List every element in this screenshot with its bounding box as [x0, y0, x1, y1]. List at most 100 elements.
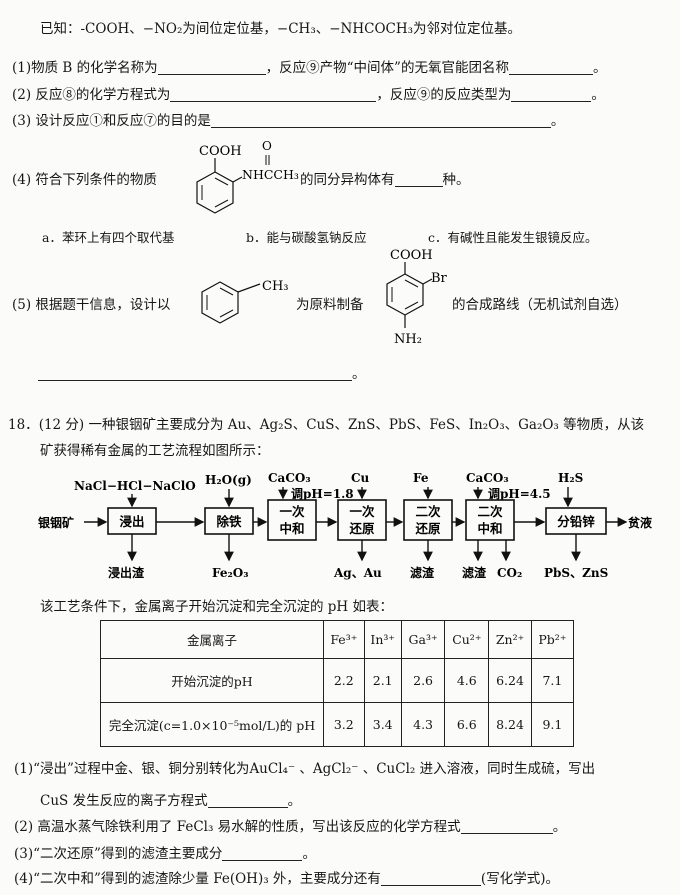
answer-blank[interactable]	[460, 819, 553, 834]
end-product-label: 贫液	[628, 515, 652, 530]
condition-a: a．苯环上有四个取代基	[42, 230, 175, 245]
ion-cell: Fe³⁺	[323, 620, 365, 659]
ion-cell: Cu²⁺	[444, 620, 490, 659]
output-2: Fe₂O₃	[212, 566, 248, 580]
ph-note-2: 调pH=4.5	[488, 487, 551, 501]
value-cell: 7.1	[530, 658, 575, 703]
answer-blank[interactable]	[157, 60, 266, 75]
answer-blank[interactable]	[511, 87, 592, 102]
nh2-label: NH₂	[394, 332, 422, 347]
condition-b: b．能与碳酸氢钠反应	[246, 230, 367, 245]
value-cell: 4.3	[400, 702, 446, 747]
value-cell: 3.2	[323, 702, 365, 747]
cooh-label: COOH	[390, 248, 433, 263]
box-label-line2: 还原	[414, 521, 441, 536]
table-header-row: 金属离子 Fe³⁺ In³⁺ Ga³⁺ Cu²⁺ Zn²⁺ Pb²⁺	[100, 620, 575, 659]
problem-18-line2: 矿获得稀有金属的工艺流程如图所示：	[40, 443, 270, 459]
reagent-3: CaCO₃	[268, 471, 311, 485]
box-neutralize-2	[465, 499, 515, 541]
question-5-tail: 的合成路线（无机试剂自选）	[452, 297, 628, 313]
sub-question-2: (2) 高温水蒸气除铁利用了 FeCl₃ 易水解的性质，写出该反应的化学方程式。	[14, 819, 567, 835]
sub-question-1-cont: CuS 发生反应的离子方程式。	[40, 793, 302, 809]
output-7: PbS、ZnS	[544, 566, 608, 580]
answer-blank[interactable]	[222, 846, 303, 861]
value-cell: 2.2	[323, 658, 365, 703]
table-row: 开始沉淀的pH 2.2 2.1 2.6 4.6 6.24 7.1	[100, 658, 575, 703]
box-label: 浸出	[119, 514, 144, 529]
answer-blank[interactable]	[207, 793, 288, 808]
box-label-line1: 二次	[477, 504, 503, 519]
value-cell: 6.24	[488, 658, 532, 703]
question-5: (5) 根据题干信息，设计以	[12, 297, 171, 313]
answer-blank[interactable]	[380, 871, 481, 886]
question-1: (1)物质 B 的化学名称为，反应⑨产物“中间体”的无氧官能团名称。	[12, 60, 607, 76]
header-cell: 金属离子	[100, 620, 324, 659]
row-label: 完全沉淀(c=1.0×10⁻⁵mol/L)的 pH	[100, 702, 324, 747]
box-label-line1: 一次	[279, 504, 305, 519]
answer-blank[interactable]	[170, 87, 377, 102]
reagent-6: CaCO₃	[466, 471, 509, 485]
output-5: 滤渣	[462, 565, 487, 580]
sub-question-3: (3)“二次还原”得到的滤渣主要成分。	[14, 846, 316, 862]
value-cell: 4.6	[444, 658, 490, 703]
row-label: 开始沉淀的pH	[100, 658, 324, 703]
br-label: Br	[431, 271, 448, 286]
table-row: 完全沉淀(c=1.0×10⁻⁵mol/L)的 pH 3.2 3.4 4.3 6.…	[100, 702, 575, 747]
problem-18-line1: 18．(12 分) 一种银铟矿主要成分为 Au、Ag₂S、CuS、ZnS、PbS…	[8, 417, 645, 433]
value-cell: 3.4	[363, 702, 402, 747]
output-1: 浸出渣	[108, 565, 145, 580]
box-label-line2: 中和	[279, 521, 304, 536]
question-5-mid: 为原料制备	[296, 297, 364, 313]
answer-blank[interactable]	[38, 366, 352, 381]
reagent-5: Fe	[413, 471, 429, 485]
ion-cell: Pb²⁺	[530, 620, 575, 659]
answer-blank[interactable]	[394, 172, 443, 187]
box-label-line1: 二次	[415, 504, 441, 519]
sub-question-1: (1)“浸出”过程中金、银、铜分别转化为AuCl₄⁻ 、AgCl₂⁻ 、CuCl…	[14, 761, 596, 777]
ph-note-1: 调pH=1.8	[291, 487, 354, 501]
ph-table: 金属离子 Fe³⁺ In³⁺ Ga³⁺ Cu²⁺ Zn²⁺ Pb²⁺ 开始沉淀的…	[100, 620, 575, 747]
output-3: Ag、Au	[333, 566, 382, 580]
feed-label: 银铟矿	[38, 515, 74, 530]
question-4: (4) 符合下列条件的物质	[12, 172, 157, 188]
value-cell: 6.6	[444, 702, 490, 747]
table-intro: 该工艺条件下，金属离子开始沉淀和完全沉淀的 pH 如表：	[40, 599, 393, 615]
question-2: (2) 反应⑧的化学方程式为，反应⑨的反应类型为。	[12, 87, 605, 103]
value-cell: 9.1	[530, 702, 575, 747]
reagent-1: NaCl−HCl−NaClO	[74, 479, 196, 493]
ion-cell: Ga³⁺	[400, 620, 446, 659]
answer-blank[interactable]	[210, 113, 551, 128]
toluene-structure: CH₃	[201, 279, 289, 324]
route-answer-line: 。	[38, 365, 366, 383]
question-4-tail: 的同分异构体有种。	[300, 172, 470, 188]
value-cell: 8.24	[488, 702, 532, 747]
box-label-line2: 还原	[348, 521, 375, 536]
reagent-2: H₂O(g)	[205, 473, 252, 487]
value-cell: 2.6	[400, 658, 446, 703]
nhcch3-label: NHCCH₃	[242, 167, 299, 182]
target-product-structure: COOH Br NH₂	[386, 248, 448, 347]
box-label-line1: 一次	[349, 504, 375, 519]
acetamido-benzoic-acid-structure: COOH O NHCCH₃	[196, 139, 299, 214]
condition-c: c．有碱性且能发生银镜反应。	[428, 230, 598, 245]
process-flowchart: 银铟矿 NaCl−HCl−NaClO H₂O(g) CaCO₃ Cu Fe Ca…	[38, 471, 652, 580]
cooh-label: COOH	[199, 144, 242, 159]
reagent-4: Cu	[351, 471, 370, 485]
ion-cell: Zn²⁺	[488, 620, 532, 659]
box-label: 除铁	[216, 514, 242, 529]
known-statement: 已知：-COOH、−NO₂为间位定位基，−CH₃、−NHCOCH₃为邻对位定位基…	[40, 21, 522, 37]
benzene-ring	[201, 281, 239, 324]
sub-question-4: (4)“二次中和”得到的滤渣除少量 Fe(OH)₃ 外，主要成分还有(写化学式)…	[14, 871, 559, 887]
ion-cell: In³⁺	[363, 620, 402, 659]
box-neutralize-1	[267, 499, 317, 541]
ch3-label: CH₃	[262, 279, 289, 294]
box-label: 分铅锌	[557, 514, 595, 529]
answer-blank[interactable]	[508, 60, 593, 75]
output-4: 滤渣	[410, 565, 435, 580]
box-label-line2: 中和	[477, 521, 502, 536]
value-cell: 2.1	[363, 658, 402, 703]
carbonyl-o-label: O	[262, 139, 272, 153]
reagent-7: H₂S	[558, 471, 583, 485]
output-6: CO₂	[497, 566, 522, 580]
question-3: (3) 设计反应①和反应⑦的目的是。	[12, 113, 565, 129]
